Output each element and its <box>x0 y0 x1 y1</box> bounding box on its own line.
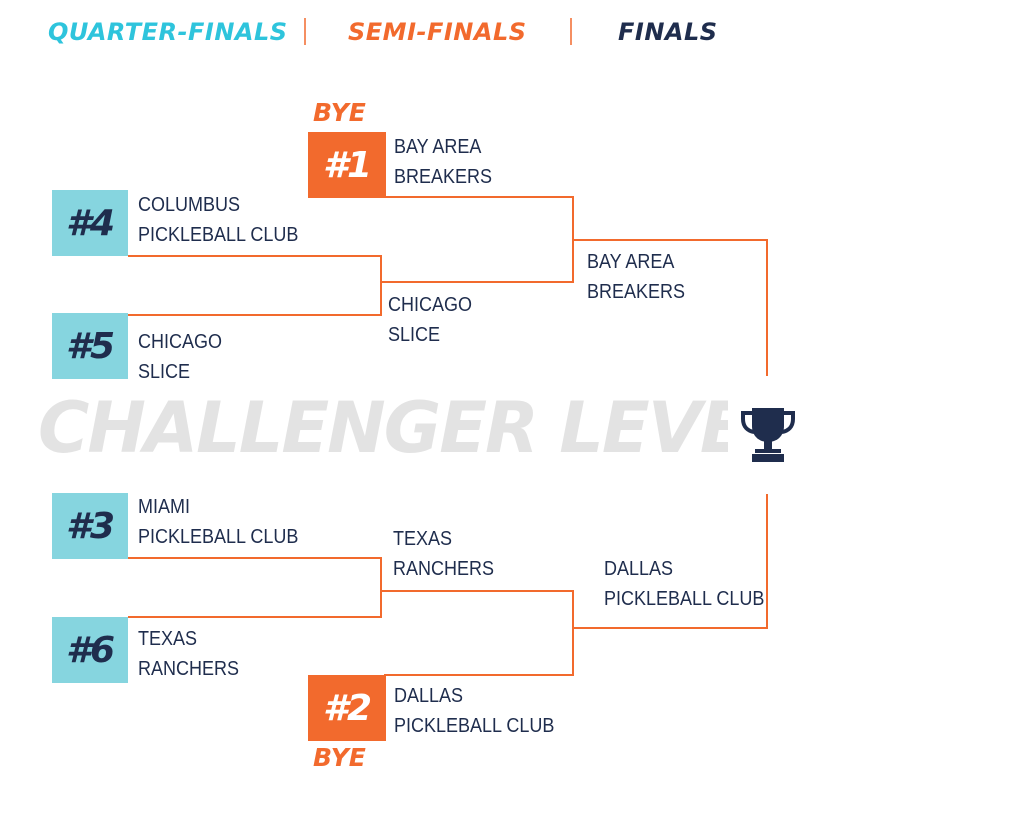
seed-badge: #4 <box>52 190 128 256</box>
bye-label: BYE <box>313 98 366 127</box>
connector-texas <box>128 591 382 618</box>
challenger-level-watermark: CHALLENGER LEVEL <box>38 388 728 468</box>
seed-badge: #3 <box>52 493 128 559</box>
header-divider <box>570 18 572 45</box>
bye-label: BYE <box>313 743 366 772</box>
trophy-icon <box>741 408 795 462</box>
connector-columbus <box>128 255 382 282</box>
header-finals: FINALS <box>618 18 718 46</box>
seed-badge: #5 <box>52 313 128 379</box>
header-divider <box>304 18 306 45</box>
header-quarter-finals: QUARTER-FINALS <box>48 18 288 46</box>
connector-chicago <box>128 282 382 316</box>
connector-miami <box>128 557 382 591</box>
seed-badge: #2 <box>308 675 386 741</box>
seed-badge: #1 <box>308 132 386 198</box>
connector-dallas <box>384 628 574 676</box>
connector-sf2-winner <box>573 494 768 629</box>
connector-bay-area <box>384 196 574 240</box>
header-semi-finals: SEMI-FINALS <box>348 18 527 46</box>
connector-qf2-winner <box>381 590 574 628</box>
connector-qf1-winner <box>381 240 574 283</box>
seed-badge: #6 <box>52 617 128 683</box>
connector-sf1-winner <box>573 239 768 376</box>
